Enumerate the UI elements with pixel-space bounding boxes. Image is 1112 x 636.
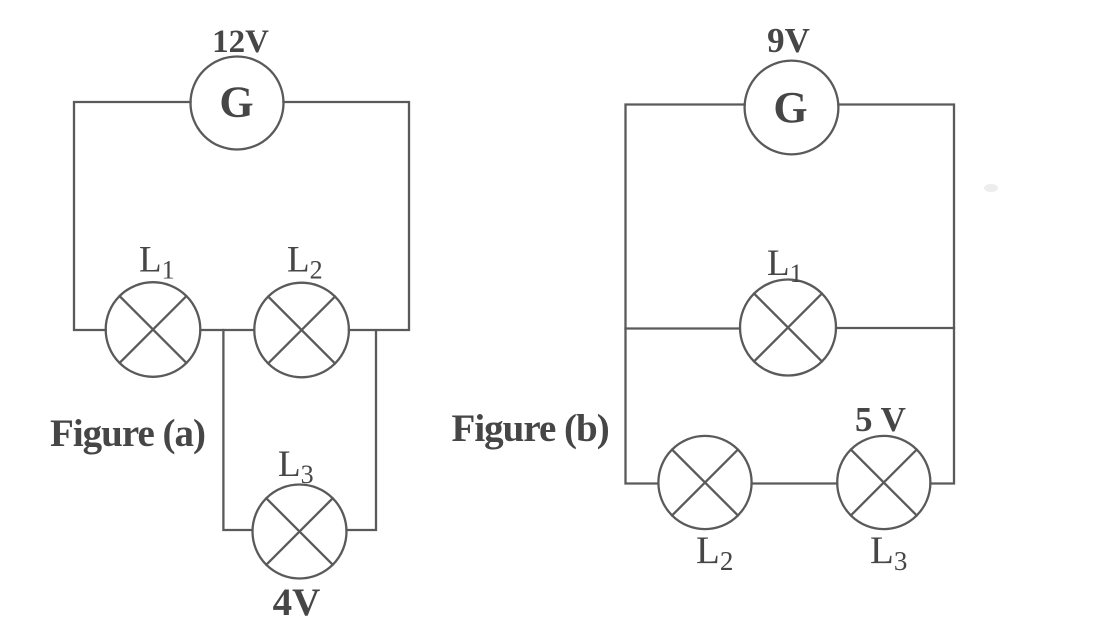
svg-text:9V: 9V: [767, 21, 810, 60]
svg-text:L3: L3: [870, 529, 907, 576]
svg-text:L2: L2: [696, 529, 733, 576]
svg-text:Figure (a): Figure (a): [50, 412, 205, 455]
svg-text:Figure (b): Figure (b): [452, 407, 609, 450]
svg-text:5 V: 5 V: [855, 400, 906, 439]
svg-text:4V: 4V: [273, 581, 321, 624]
svg-text:L1: L1: [767, 243, 803, 288]
svg-text:L1: L1: [139, 240, 175, 285]
svg-text:12V: 12V: [212, 24, 269, 60]
svg-text:L3: L3: [278, 444, 314, 489]
svg-text:L2: L2: [287, 240, 323, 285]
svg-text:G: G: [219, 78, 253, 127]
svg-text:G: G: [773, 83, 807, 132]
